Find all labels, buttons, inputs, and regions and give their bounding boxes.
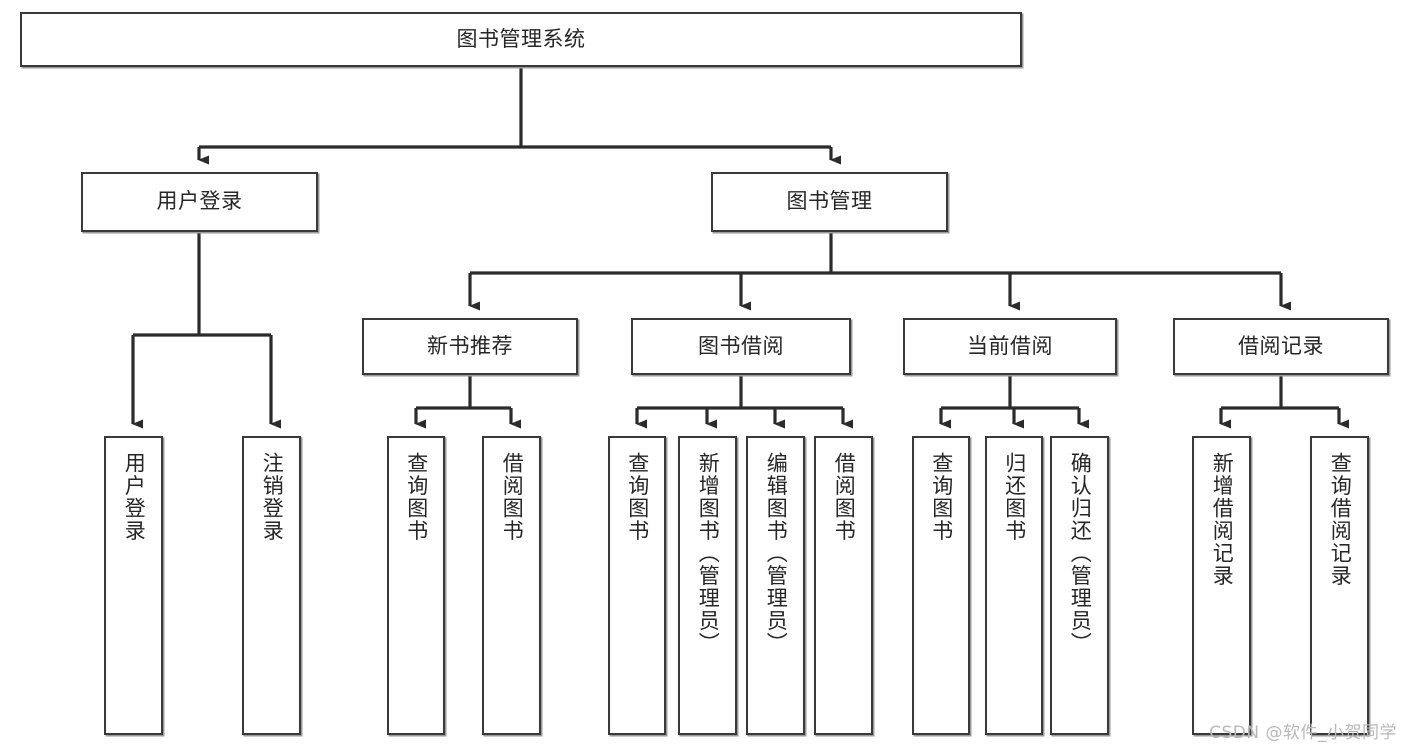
node-book-borrow-label: 图书借阅	[698, 333, 784, 358]
node-book-borrow[interactable]: 图书借阅	[631, 318, 851, 375]
node-leaf-logout-label: 注销登录	[260, 452, 285, 542]
node-leaf-add-book[interactable]: 新增图书（管理员）	[678, 436, 737, 735]
node-leaf-query-book-2-label: 查询图书	[625, 452, 650, 542]
node-leaf-user-login-label: 用户登录	[122, 452, 147, 542]
node-leaf-borrow-book-1-label: 借阅图书	[500, 452, 525, 542]
node-root[interactable]: 图书管理系统	[20, 12, 1022, 67]
node-leaf-user-login[interactable]: 用户登录	[104, 436, 163, 735]
node-leaf-confirm-return[interactable]: 确认归还（管理员）	[1050, 436, 1109, 735]
node-leaf-return-book[interactable]: 归还图书	[985, 436, 1043, 735]
node-user-login[interactable]: 用户登录	[81, 172, 318, 232]
node-root-label: 图书管理系统	[456, 26, 586, 51]
node-new-book-recommend-label: 新书推荐	[427, 333, 513, 358]
node-leaf-return-book-label: 归还图书	[1002, 452, 1027, 542]
node-leaf-borrow-book-2-label: 借阅图书	[832, 452, 857, 542]
node-leaf-edit-book-label: 编辑图书（管理员）	[764, 452, 789, 655]
node-leaf-add-record[interactable]: 新增借阅记录	[1192, 436, 1251, 735]
node-leaf-borrow-book-1[interactable]: 借阅图书	[482, 436, 541, 735]
node-book-management[interactable]: 图书管理	[711, 172, 948, 232]
node-leaf-query-book-3-label: 查询图书	[929, 452, 954, 542]
node-leaf-edit-book[interactable]: 编辑图书（管理员）	[746, 436, 805, 735]
node-user-login-label: 用户登录	[156, 189, 243, 214]
node-leaf-query-record[interactable]: 查询借阅记录	[1310, 436, 1369, 735]
node-leaf-logout[interactable]: 注销登录	[242, 436, 301, 735]
node-leaf-confirm-return-label: 确认归还（管理员）	[1068, 452, 1093, 655]
node-leaf-query-record-label: 查询借阅记录	[1328, 452, 1353, 587]
node-leaf-borrow-book-2[interactable]: 借阅图书	[814, 436, 873, 735]
node-leaf-query-book-2[interactable]: 查询图书	[608, 436, 666, 735]
node-leaf-add-record-label: 新增借阅记录	[1210, 452, 1235, 587]
node-book-management-label: 图书管理	[786, 189, 873, 214]
node-current-borrow-label: 当前借阅	[967, 333, 1053, 358]
node-leaf-query-book-3[interactable]: 查询图书	[912, 436, 970, 735]
node-leaf-query-book-1[interactable]: 查询图书	[387, 436, 445, 735]
node-borrow-record-label: 借阅记录	[1238, 333, 1324, 358]
node-leaf-add-book-label: 新增图书（管理员）	[696, 452, 721, 655]
node-new-book-recommend[interactable]: 新书推荐	[362, 318, 578, 375]
node-leaf-query-book-1-label: 查询图书	[404, 452, 429, 542]
node-current-borrow[interactable]: 当前借阅	[903, 318, 1117, 375]
csdn-watermark: CSDN @软件_小贺同学	[1209, 723, 1397, 743]
node-borrow-record[interactable]: 借阅记录	[1173, 318, 1389, 375]
